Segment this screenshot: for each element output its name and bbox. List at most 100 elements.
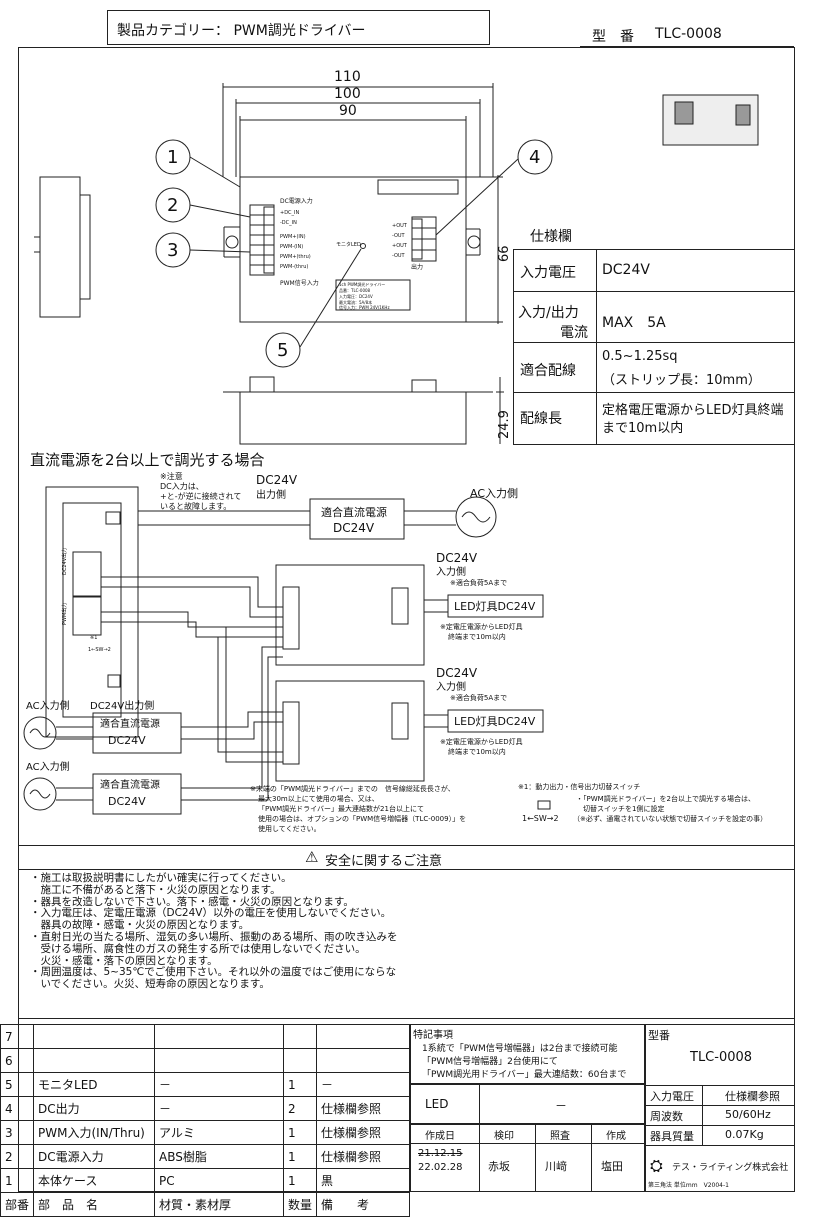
model-box-value: TLC-0008 — [690, 1050, 753, 1065]
approval-head-date: 作成日 — [425, 1131, 455, 1142]
svg-text:1: 1 — [167, 147, 178, 168]
svg-text:DC電源入力: DC電源入力 — [280, 197, 313, 205]
svg-text:入力側: 入力側 — [436, 565, 466, 578]
svg-text:1←SW→2: 1←SW→2 — [88, 647, 111, 653]
category-box — [107, 10, 490, 45]
svg-text:（※必ず、通電されていない状態で切替スイッチを設定の事）: （※必ず、通電されていない状態で切替スイッチを設定の事） — [573, 814, 767, 823]
svg-text:・「PWM調光ドライバー」を2台以上で調光する場合は、: ・「PWM調光ドライバー」を2台以上で調光する場合は、 — [576, 794, 755, 803]
safety-lines: ・施工は取扱説明書にしたがい確実に行ってください。 施工に不備があると落下・火災… — [30, 872, 398, 991]
led-value: － — [555, 1099, 568, 1113]
svg-text:-DC_IN: -DC_IN — [280, 220, 297, 226]
spec-val-length-1: 定格電圧電源からLED灯具終端 — [602, 403, 784, 418]
svg-text:+OUT: +OUT — [392, 223, 408, 229]
svg-text:適合直流電源: 適合直流電源 — [321, 505, 387, 519]
spec-val-voltage: DC24V — [602, 262, 650, 278]
spec-key-current-2: 電流 — [560, 325, 588, 341]
svg-text:最大電流：5A/8本: 最大電流：5A/8本 — [339, 299, 372, 305]
svg-text:4: 4 — [529, 147, 540, 168]
svg-text:LED灯具DC24V: LED灯具DC24V — [454, 600, 536, 613]
approval-make: 塩田 — [601, 1160, 623, 1173]
header-underline — [580, 46, 794, 47]
table-header: 部番部 品 名材質・素材厚数量備 考 — [0, 1192, 410, 1217]
svg-text:DC24V: DC24V — [436, 666, 478, 680]
svg-text:適合直流電源: 適合直流電源 — [100, 778, 160, 791]
svg-text:直流電源を2台以上で調光する場合: 直流電源を2台以上で調光する場合 — [30, 451, 265, 469]
svg-text:1←SW→2: 1←SW→2 — [522, 814, 559, 823]
svg-text:DC24V: DC24V — [436, 551, 478, 565]
spec-val-wiring-1: 0.5~1.25sq — [602, 349, 678, 364]
footer-text: 第三角法 単位mm V2004-1 — [648, 1182, 729, 1189]
technical-drawing: 110 100 90 66 24.9 1 2 3 4 5 DC電源入力 +DC_… — [23, 69, 767, 833]
model-box — [645, 1024, 795, 1192]
svg-text:PWM-(thru): PWM-(thru) — [280, 264, 308, 270]
svg-text:※定電圧電源からLED灯具: ※定電圧電源からLED灯具 — [440, 622, 523, 631]
approval-grid — [410, 1124, 645, 1192]
svg-text:切替スイッチを1側に設定: 切替スイッチを1側に設定 — [583, 804, 664, 813]
approval-check: 川﨑 — [545, 1160, 567, 1173]
svg-text:終端まで10m以内: 終端まで10m以内 — [448, 747, 506, 756]
company-logo-icon: ⛭ — [650, 1156, 663, 1175]
spec-val-length-2: まで10m以内 — [602, 421, 684, 436]
safety-box — [18, 845, 795, 1019]
svg-text:AC入力側: AC入力側 — [470, 487, 518, 500]
svg-text:※注意: ※注意 — [160, 471, 183, 481]
svg-text:1ch PWM調光ドライバー: 1ch PWM調光ドライバー — [339, 281, 385, 287]
svg-text:※適合負荷5Aまで: ※適合負荷5Aまで — [450, 693, 507, 702]
svg-text:出力側: 出力側 — [256, 488, 286, 501]
notes-line: 1系統で「PWM信号増幅器」は2台まで接続可能 — [422, 1044, 618, 1054]
svg-text:66: 66 — [497, 245, 512, 262]
svg-text:DC24V出力: DC24V出力 — [61, 548, 68, 575]
approval-date: 22.02.28 — [418, 1162, 463, 1173]
notes-box — [410, 1024, 645, 1084]
svg-text:LED灯具DC24V: LED灯具DC24V — [454, 715, 536, 728]
svg-text:+OUT: +OUT — [392, 243, 408, 249]
svg-text:DC24V出力側: DC24V出力側 — [90, 699, 154, 712]
spec-val-wiring-2: （ストリップ長：10mm） — [602, 373, 761, 388]
model-spec-val: 仕様欄参照 — [725, 1090, 780, 1103]
svg-text:DC入力は、: DC入力は、 — [160, 481, 204, 491]
spec-key-wiring: 適合配線 — [520, 363, 576, 379]
svg-text:PWM出力: PWM出力 — [61, 603, 68, 625]
table-row: 6 — [0, 1048, 410, 1073]
svg-text:※定電圧電源からLED灯具: ※定電圧電源からLED灯具 — [440, 737, 523, 746]
svg-text:使用の場合は、オプションの「PWM信号増幅器（TLC-000: 使用の場合は、オプションの「PWM信号増幅器（TLC-0009）」を — [258, 814, 466, 823]
svg-text:100: 100 — [334, 86, 361, 102]
svg-text:「PWM調光ドライバー」最大連結数が21台以上にて: 「PWM調光ドライバー」最大連結数が21台以上にて — [258, 804, 424, 813]
approval-seal: 赤坂 — [488, 1160, 510, 1173]
spec-key-voltage: 入力電圧 — [520, 265, 576, 281]
svg-text:+と-が逆に接続されて: +と-が逆に接続されて — [160, 491, 241, 501]
approval-head-check: 照査 — [550, 1131, 570, 1142]
model-spec-key: 周波数 — [650, 1110, 683, 1123]
svg-text:DC24V: DC24V — [333, 521, 375, 535]
led-row — [410, 1084, 645, 1124]
svg-text:+DC_IN: +DC_IN — [280, 210, 300, 216]
svg-text:DC24V: DC24V — [108, 734, 146, 747]
svg-text:5: 5 — [277, 340, 288, 361]
model-label: 型 番 — [592, 29, 634, 45]
svg-text:PWM-(IN): PWM-(IN) — [280, 244, 303, 250]
approval-head-seal: 検印 — [494, 1131, 514, 1142]
svg-text:最大30m以上にて使用の場合、又は、: 最大30m以上にて使用の場合、又は、 — [258, 794, 379, 803]
svg-text:出力: 出力 — [411, 263, 423, 271]
svg-text:PWM+(thru): PWM+(thru) — [280, 254, 311, 260]
svg-text:モニタLED: モニタLED — [336, 241, 361, 248]
svg-text:※末端の「PWM調光ドライバー」までの 信号線総延長長さが、: ※末端の「PWM調光ドライバー」までの 信号線総延長長さが、 — [250, 784, 455, 793]
svg-text:入力側: 入力側 — [436, 680, 466, 693]
spec-key-current-1: 入力/出力 — [518, 305, 579, 321]
approval-head-make: 作成 — [606, 1131, 626, 1142]
spec-val-current: MAX 5A — [602, 315, 666, 331]
model-spec-key: 入力電圧 — [650, 1090, 694, 1103]
model-spec-key: 器具質量 — [650, 1130, 694, 1143]
model-spec-val: 50/60Hz — [725, 1108, 771, 1121]
notes-line: 「PWM調光用ドライバー」最大連結数：60台まで — [422, 1070, 627, 1080]
svg-text:入力電圧：DC24V: 入力電圧：DC24V — [339, 293, 373, 299]
model-number: TLC-0008 — [655, 26, 722, 42]
svg-text:PWM+(IN): PWM+(IN) — [280, 234, 306, 240]
safety-title-bar — [18, 869, 795, 870]
safety-title: 安全に関するご注意 — [325, 854, 443, 869]
